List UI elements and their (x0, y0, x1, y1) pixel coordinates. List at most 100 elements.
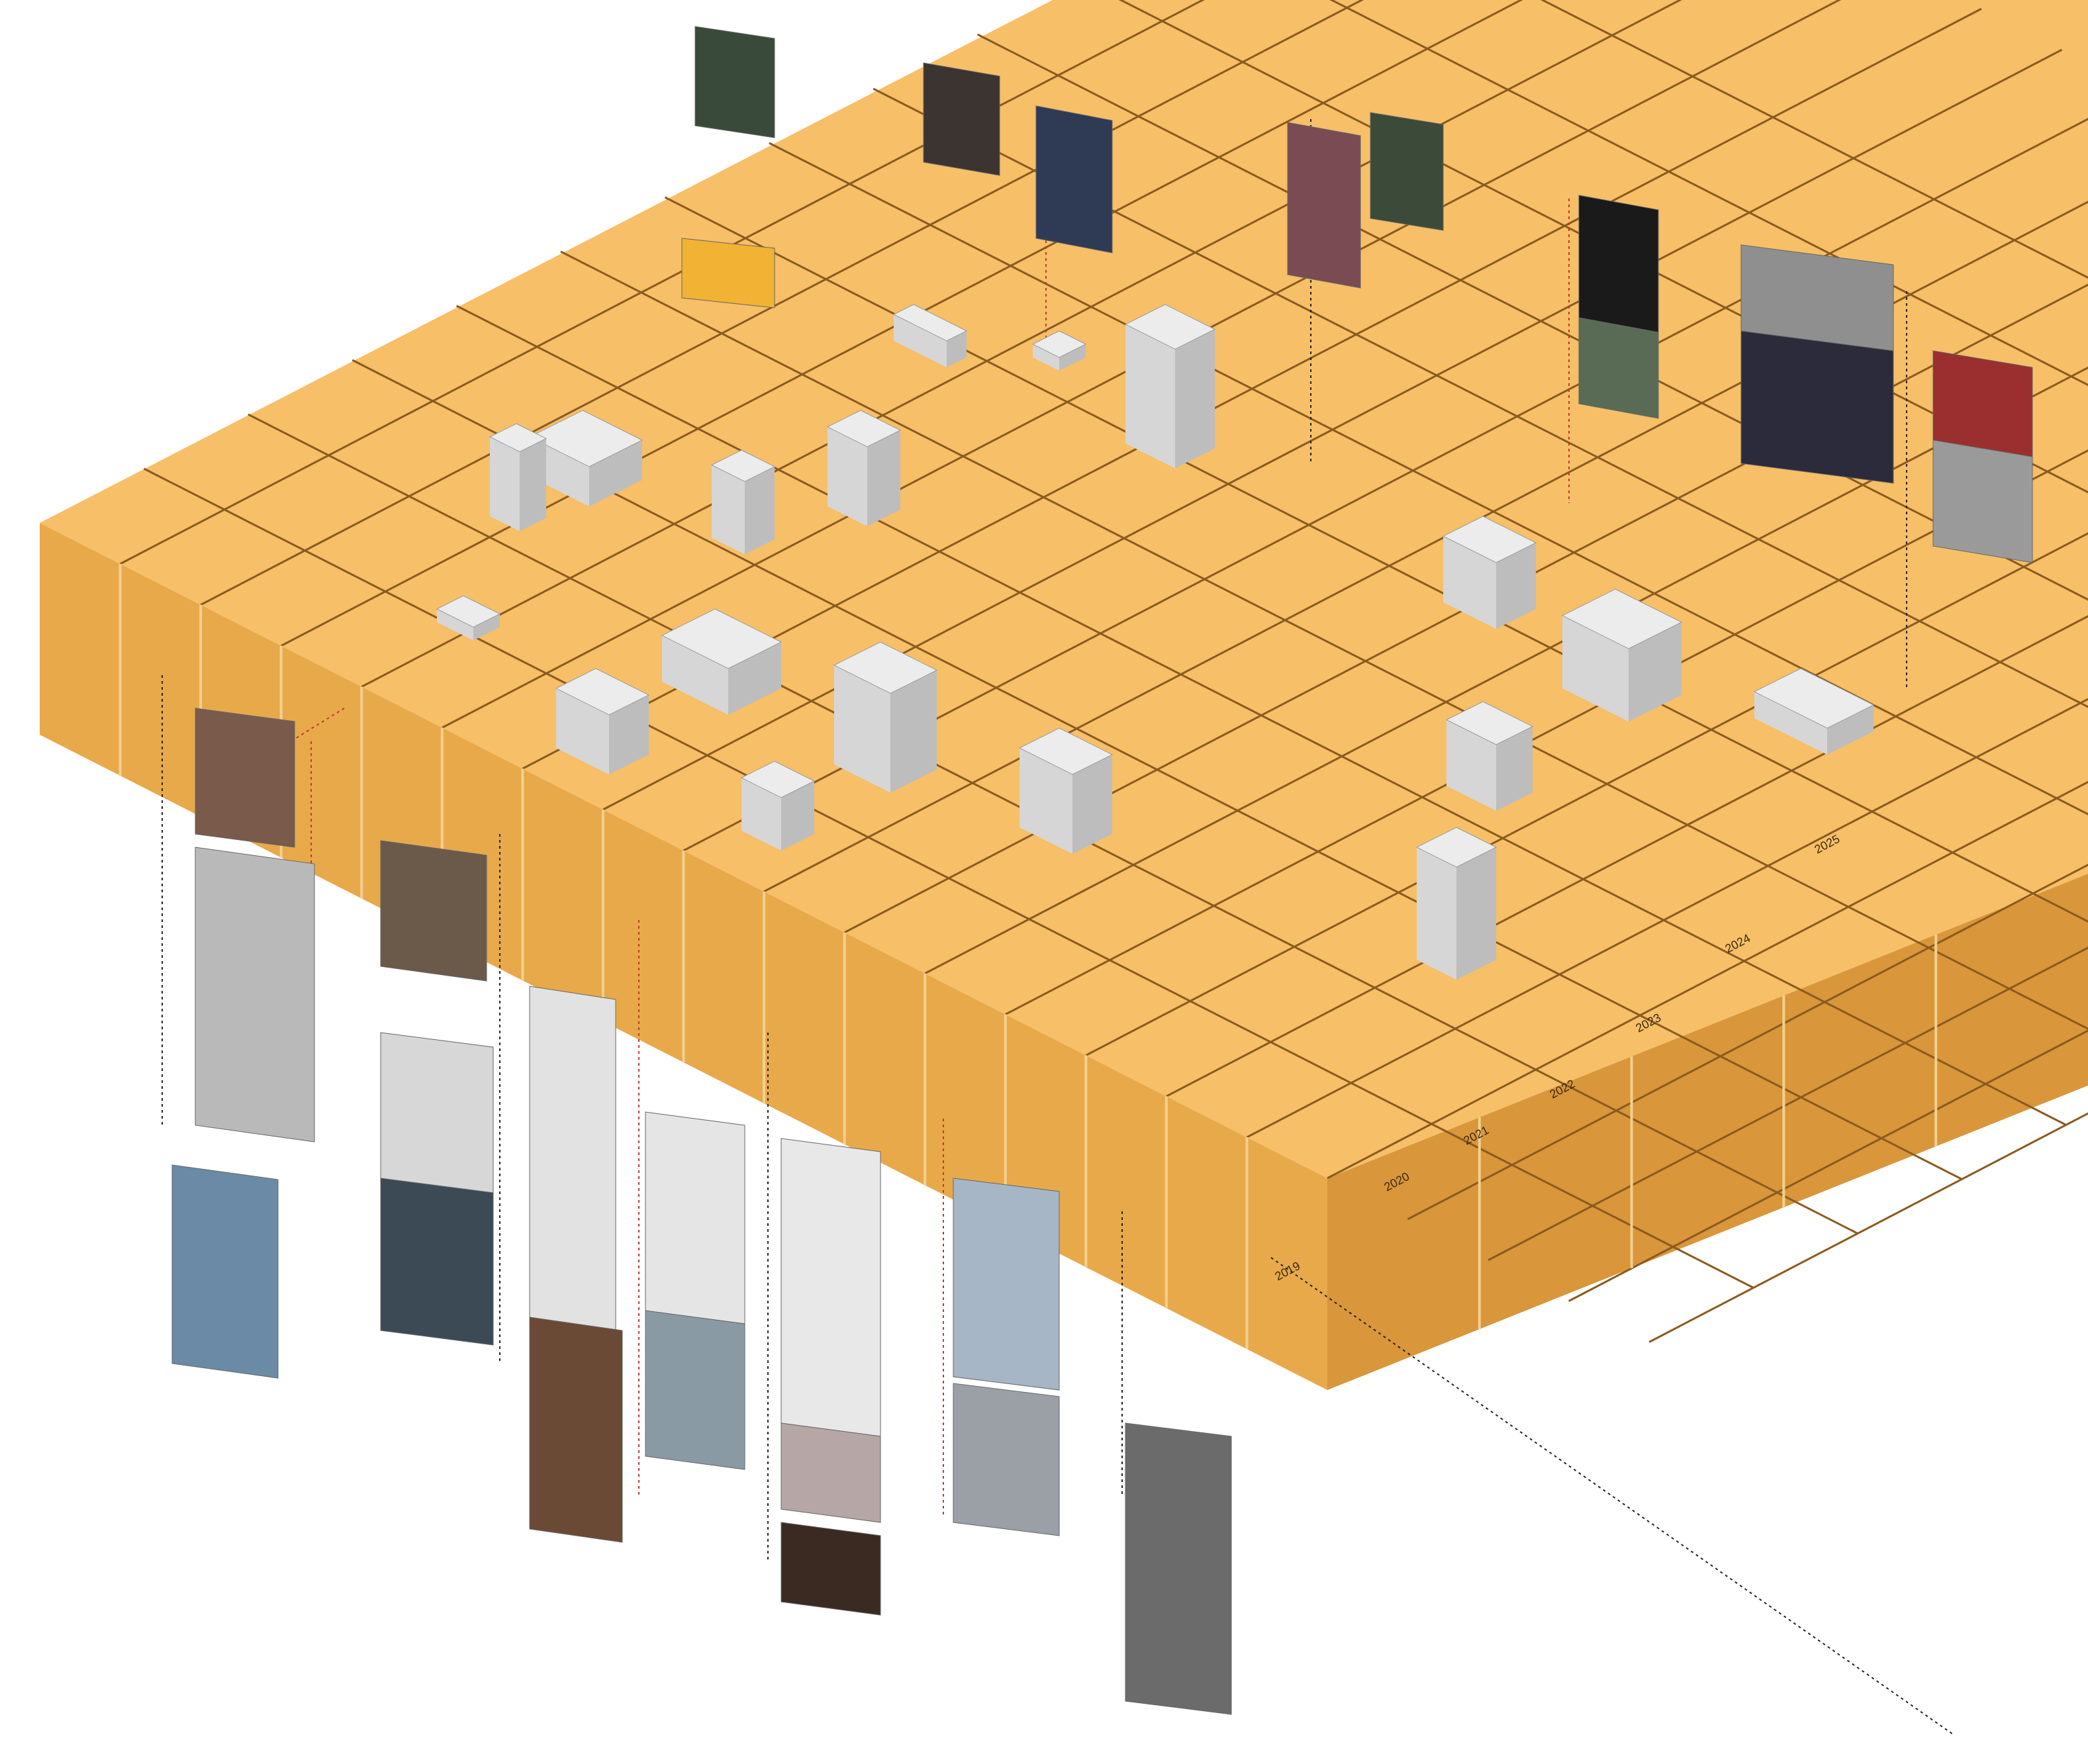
model-top (1415, 827, 1497, 868)
model-side (589, 440, 642, 506)
project-models (436, 304, 1875, 980)
plan-thumbnail-icon (195, 847, 315, 1142)
model-front (490, 437, 520, 532)
model-top (1561, 588, 1683, 649)
render-thumbnail-icon (781, 1422, 881, 1523)
grid-line-column (200, 0, 1364, 606)
model-side (609, 695, 649, 774)
model-top (1124, 304, 1216, 350)
grid-line-column (1005, 449, 2088, 1015)
grid-line-column (361, 0, 1682, 688)
render-thumbnail-icon (171, 1164, 279, 1379)
model-side (1827, 705, 1874, 755)
terrace-model-icon (740, 761, 816, 851)
grid-line-column (1568, 1029, 2088, 1302)
pavilion-model-icon (826, 410, 902, 526)
grid-line-column (1648, 1112, 2088, 1343)
plan-thumbnail-icon (1287, 122, 1361, 289)
model-side (867, 430, 900, 526)
render-thumbnail-icon (953, 1383, 1060, 1536)
model-top (1442, 516, 1537, 563)
diagram-thumbnail-icon (1125, 1422, 1232, 1715)
wave-canopy-model-icon (489, 423, 547, 532)
grid-line-column (1327, 780, 2088, 1180)
model-front (437, 609, 473, 641)
cube-cluster-model-icon (1561, 588, 1683, 721)
model-top (1753, 668, 1875, 729)
plan-thumbnail-icon (953, 1178, 1060, 1391)
model-front (556, 688, 609, 774)
model-top (740, 761, 816, 798)
render-thumbnail-icon (1932, 440, 2033, 563)
tower-model-icon (1018, 727, 1114, 854)
terrace-model-icon (1031, 330, 1087, 371)
model-front (1417, 847, 1456, 980)
model-top (1445, 701, 1534, 745)
diagram-thumbnail-icon (1578, 195, 1659, 336)
model-top (436, 595, 501, 628)
grid-line-row (1540, 0, 2088, 279)
fin-roof-model-icon (555, 668, 650, 774)
masterplan-model-icon (833, 641, 938, 793)
model-side (1456, 847, 1496, 980)
render-thumbnail-icon (681, 238, 775, 308)
model-top (892, 304, 968, 342)
model-front (1125, 324, 1175, 469)
plan-thumbnail-icon (694, 26, 775, 138)
model-front (828, 427, 867, 526)
plan-thumbnail-icon (529, 1317, 623, 1543)
model-front (1447, 720, 1496, 811)
housing-model-icon (1415, 827, 1497, 980)
model-front (1020, 748, 1072, 854)
model-front (712, 465, 745, 555)
grid-line-column (1166, 615, 2088, 1097)
model-top (528, 410, 643, 467)
fin-roof-model-icon (436, 595, 501, 641)
grid-line-column (119, 0, 1205, 565)
diagram-thumbnail-icon (1740, 330, 1894, 484)
model-front (894, 314, 947, 367)
model-front (1754, 692, 1827, 755)
model-side (1175, 329, 1215, 469)
model-side (1059, 344, 1086, 371)
pavilion-model-icon (1445, 701, 1534, 811)
model-front (1443, 536, 1496, 629)
plan-thumbnail-icon (781, 1138, 881, 1437)
diagram-thumbnail-icon (645, 1310, 745, 1470)
diagram-thumbnail-icon (1035, 105, 1113, 254)
masterplan-model-icon (892, 304, 968, 367)
grid-line-column (1246, 698, 2088, 1138)
model-front (1562, 616, 1629, 721)
grid-line-column (1085, 532, 2088, 1056)
plan-thumbnail-icon (1578, 317, 1659, 419)
diagram-thumbnail-icon (781, 1522, 881, 1616)
grid-line-column (1407, 863, 2088, 1221)
image-panels (171, 26, 2033, 1715)
leader-line (1270, 1257, 1954, 1735)
model-front (741, 778, 781, 851)
render-thumbnail-icon (645, 1111, 745, 1324)
model-top (833, 641, 938, 694)
ring-plaza-model-icon (661, 608, 783, 715)
render-thumbnail-icon (380, 1178, 494, 1346)
model-top (489, 423, 547, 453)
model-side (473, 614, 500, 641)
diagram-thumbnail-icon (195, 708, 295, 848)
model-top (710, 449, 776, 483)
model-side (947, 331, 967, 367)
model-top (555, 668, 650, 716)
model-side (745, 467, 775, 555)
model-side (1072, 755, 1112, 854)
model-top (826, 410, 902, 447)
grid-line-column (924, 366, 2088, 974)
render-thumbnail-icon (1370, 112, 1444, 231)
model-side (890, 670, 937, 793)
cube-cluster-model-icon (1753, 668, 1875, 755)
diagram-thumbnail-icon (529, 986, 616, 1331)
model-front (662, 635, 728, 715)
model-side (781, 781, 814, 851)
model-top (1031, 330, 1087, 358)
model-top (1018, 727, 1114, 775)
model-top (661, 608, 783, 669)
